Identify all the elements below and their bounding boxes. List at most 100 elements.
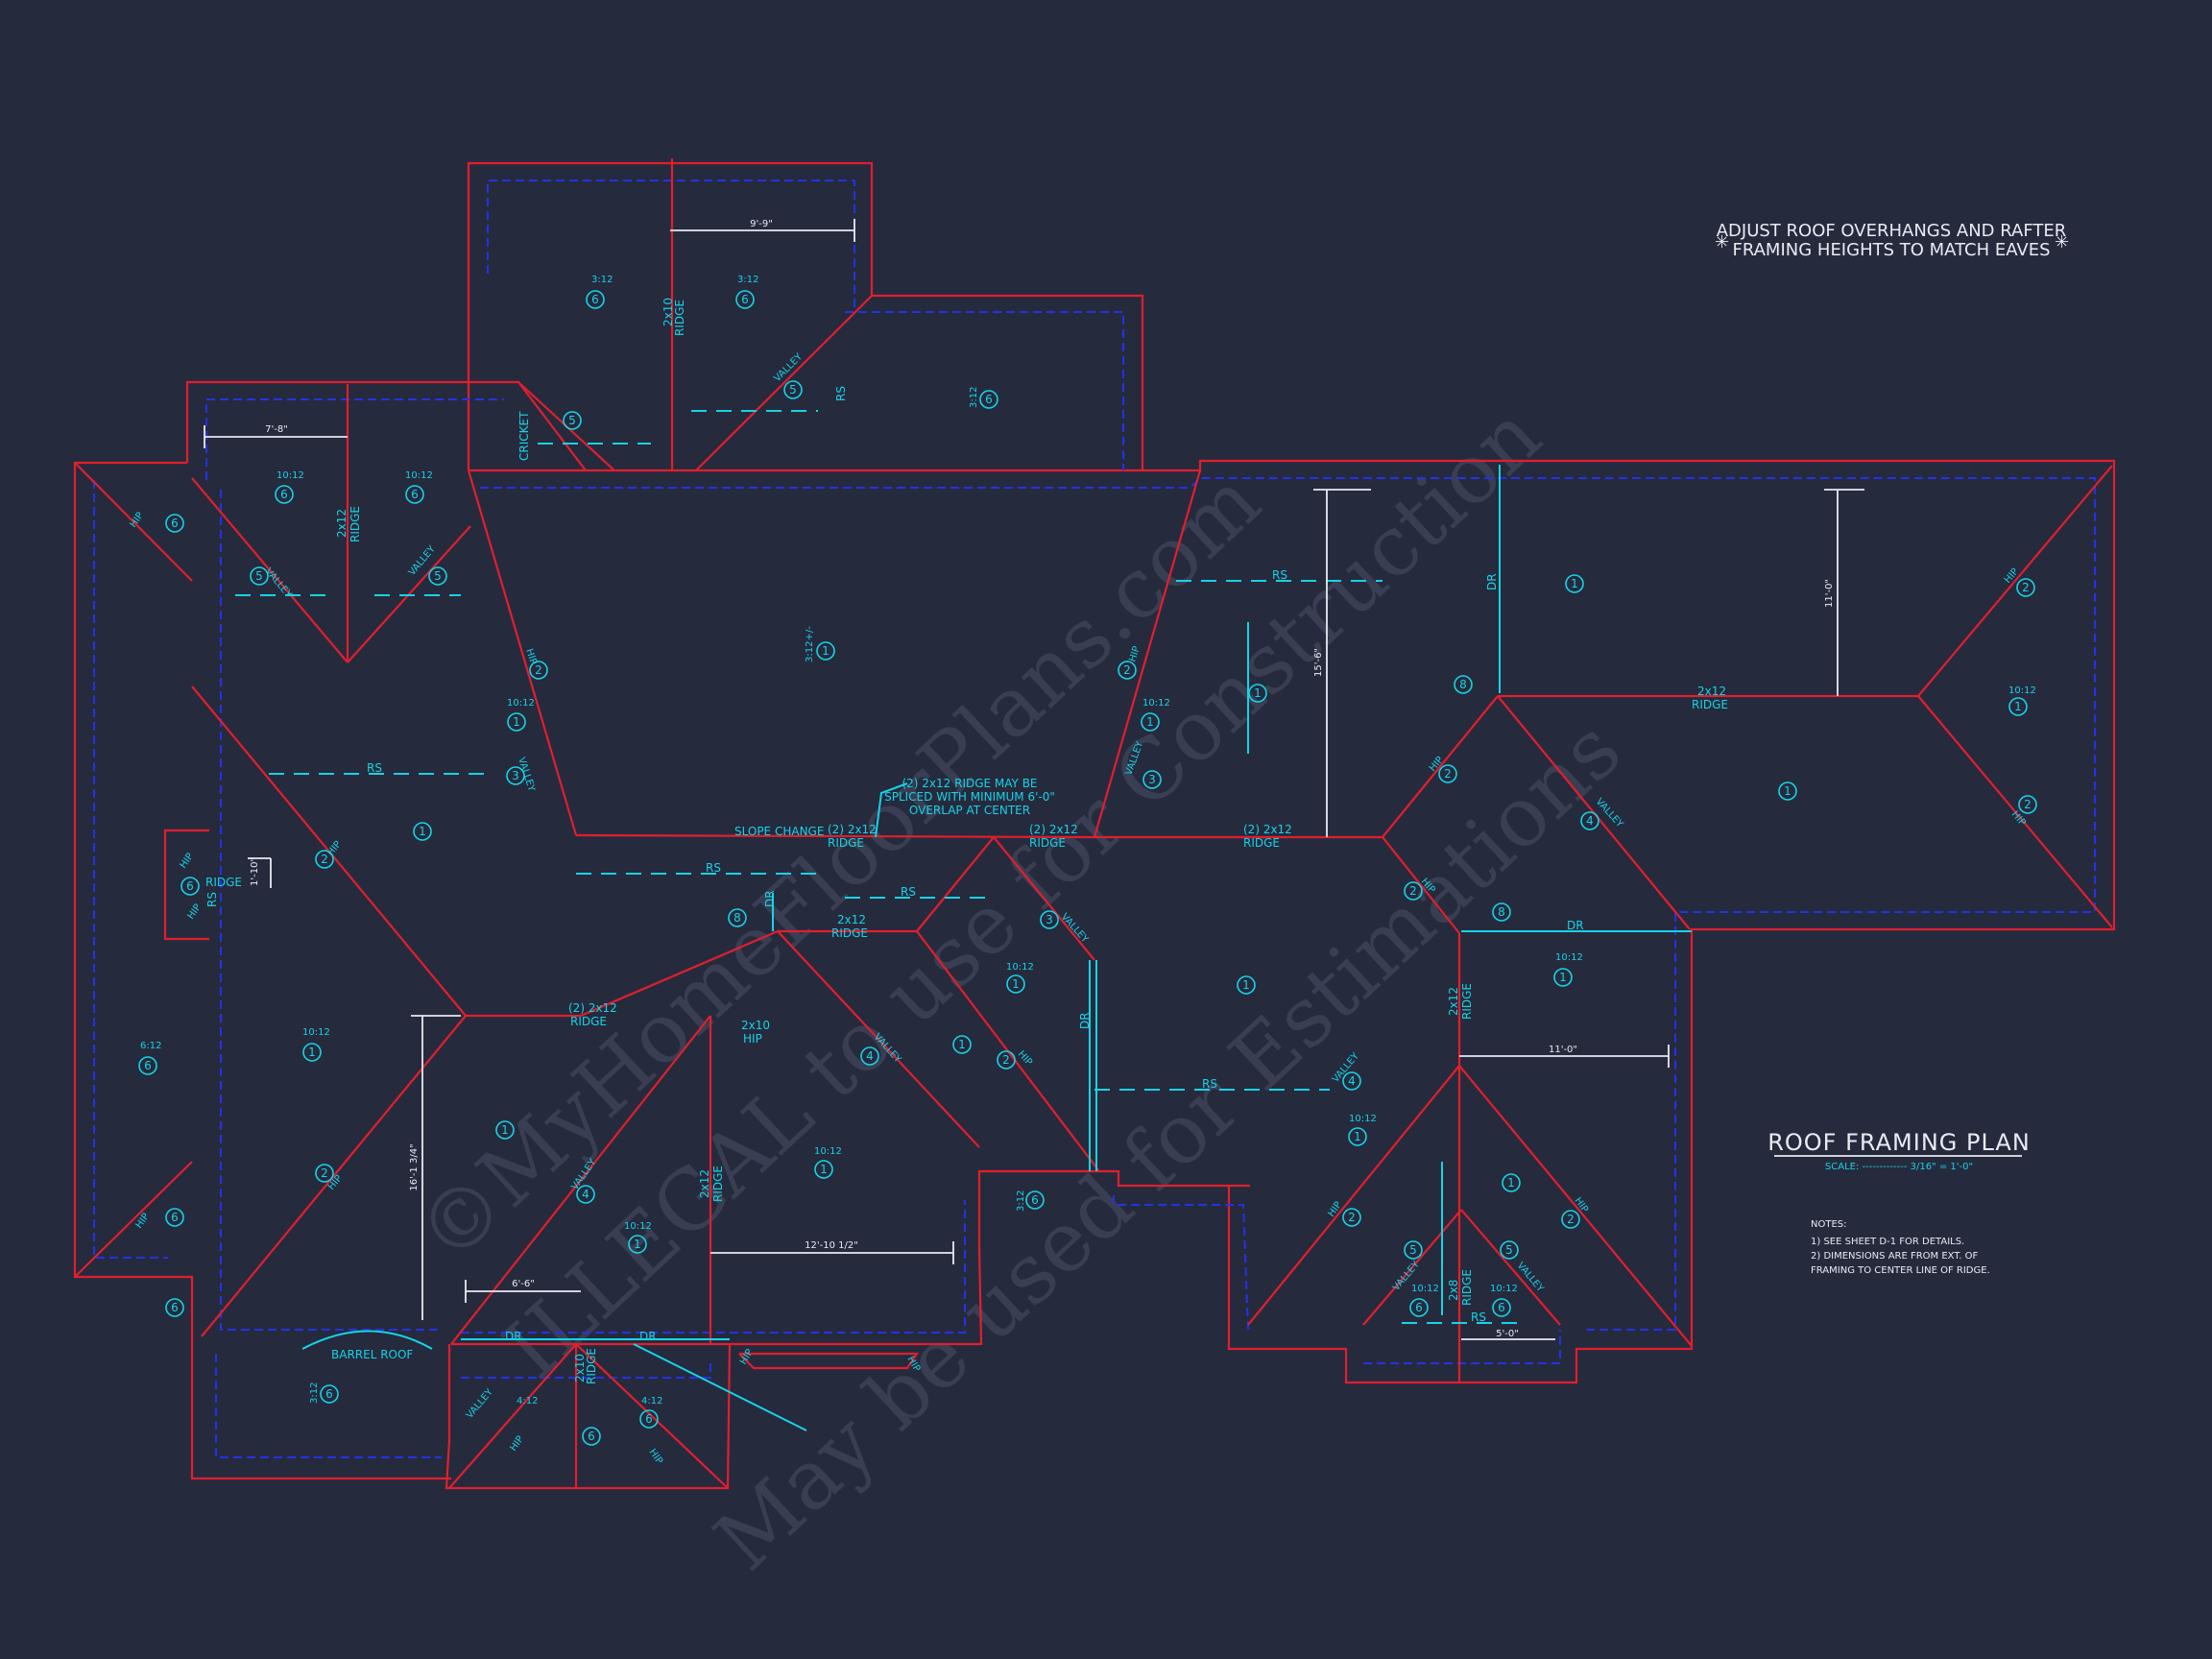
star-icon-left: ✳: [1715, 232, 1729, 252]
pitch-symbol-circle: [2018, 795, 2037, 814]
pitch-symbol-circle: [1500, 1240, 1519, 1260]
pitch-symbol-number: 2: [1348, 1211, 1356, 1224]
hip-label-6: HIP: [1428, 755, 1446, 774]
valley-label-13: VALLEY: [465, 1386, 496, 1421]
label-2x12-a: (2) 2x12: [828, 823, 877, 836]
rs-label-c: RS: [901, 885, 916, 899]
rs-label-b: RS: [706, 861, 721, 875]
valley-label-9: VALLEY: [1594, 797, 1625, 830]
hip-label-2: HIP: [1127, 645, 1142, 663]
callout-line-2: SPLICED WITH MINIMUM 6'-0": [884, 790, 1055, 804]
pitch-symbol-number: 6: [1415, 1301, 1423, 1314]
header-note-line-2: FRAMING HEIGHTS TO MATCH EAVES: [1732, 240, 2050, 260]
pitch-10-f: 10:12: [1006, 962, 1034, 973]
label-2x10-bottom: 2x10: [573, 1354, 587, 1382]
outline-left-wing: [73, 461, 451, 1480]
pitch-symbol-circle: [1778, 781, 1797, 801]
ridge-label-rl: RIDGE: [1460, 983, 1474, 1020]
wall-left-wing: [93, 480, 168, 1259]
pitch-symbol-circle: [315, 1164, 334, 1183]
pitch-symbol-number: 2: [535, 663, 542, 677]
ridge-label-e: RIDGE: [831, 926, 868, 940]
pitch-symbol-number: 2: [2024, 798, 2032, 811]
wall-main-bottom: [1113, 1190, 1249, 1331]
pitch-symbol-number: 1: [958, 1038, 966, 1051]
pitch-symbol-number: 6: [591, 293, 599, 306]
pitch-symbol-number: 4: [1586, 814, 1594, 828]
pitch-symbol-number: 4: [866, 1049, 874, 1063]
label-2x12-d: (2) 2x12: [568, 1001, 617, 1015]
rs-label-f: RS: [1471, 1310, 1486, 1324]
ridge-label-bump: RIDGE: [205, 876, 242, 889]
pitch-symbol-number: 6: [411, 488, 419, 501]
pitch-symbol-number: 6: [171, 1211, 179, 1224]
pitch-symbol-circle: [165, 1298, 184, 1317]
pitch-symbol-number: 8: [1459, 678, 1467, 691]
leader-barrel: [633, 1343, 807, 1431]
pitch-symbol-circle: [529, 661, 548, 680]
hip-line-a: [467, 469, 578, 836]
pitch-symbol-number: 3: [1046, 913, 1053, 926]
pitch-symbol-number: 1: [820, 1163, 828, 1176]
pitch-3-f: 3:12: [309, 1382, 320, 1404]
label-2x10-top: 2x10: [661, 298, 675, 326]
pitch-symbol-circle: [582, 1427, 601, 1446]
outline-left-bump: [163, 829, 209, 941]
pitch-symbol-circle: [586, 290, 605, 309]
pitch-10-j: 10:12: [814, 1146, 842, 1157]
pitch-10-d: 10:12: [1142, 698, 1170, 709]
hip-line-left-wing-top: [74, 462, 193, 582]
pitch-symbol-number: 2: [1444, 767, 1452, 781]
pitch-symbol-circle: [1040, 910, 1059, 929]
pitch-symbol-number: 6: [186, 879, 194, 893]
pitch-symbol-number: 6: [171, 1301, 179, 1314]
wall-mid-low: [461, 1200, 966, 1334]
label-2x12-c: (2) 2x12: [1243, 823, 1292, 836]
pitch-symbol-number: 1: [634, 1238, 641, 1251]
pitch-symbol-number: 6: [171, 517, 179, 530]
hip-line-left-wing-bottom: [74, 1161, 193, 1278]
hip-line-center-a: [916, 836, 995, 932]
dr-label-d: DR: [1485, 573, 1499, 590]
wall-inner-left: [220, 490, 442, 1331]
dim-11-0-a: 11'-0": [1824, 579, 1835, 608]
pitch-symbol-circle: [639, 1409, 659, 1429]
pitch-symbol-circle: [997, 1050, 1016, 1070]
notes-heading: NOTES:: [1811, 1219, 1847, 1230]
hip-label-10: HIP: [1326, 1200, 1343, 1219]
pitch-symbol-number: 1: [1784, 784, 1791, 798]
dim-5-0: 5'-0": [1496, 1329, 1519, 1339]
wall-top-right-block: [845, 311, 1124, 470]
pitch-labels: 3:12 3:12 10:12 10:12 10:12 10:12 10:12 …: [140, 275, 2036, 1407]
header-note: ADJUST ROOF OVERHANGS AND RAFTER FRAMING…: [1715, 221, 2069, 260]
hip-line-far-right-a: [1917, 465, 2113, 697]
pitch-symbol-number: 1: [1254, 686, 1262, 700]
label-2x10-hip: 2x10: [741, 1019, 770, 1032]
valley-hip-labels: VALLEY VALLEY VALLEY VALLEY VALLEY VALLE…: [128, 351, 2027, 1466]
pitch-symbol-number: 6: [741, 293, 749, 306]
pitch-symbol-circle: [1142, 770, 1162, 789]
pitch-symbol-number: 1: [1559, 971, 1567, 984]
pitch-symbol-circle: [1237, 975, 1256, 995]
dimension-text: 9'-9" 7'-8" 15'-6" 11'-0" 11'-0" 16'-1 3…: [250, 219, 1835, 1339]
pitch-symbol-number: 5: [255, 569, 263, 583]
star-icon-right: ✳: [2055, 232, 2069, 252]
pitch-symbol-circle: [405, 485, 424, 504]
hip-line-bottom-b: [575, 1343, 729, 1489]
hip-line-b: [1093, 469, 1202, 838]
ridge-label-c: RIDGE: [1243, 836, 1280, 850]
pitch-symbol-number: 1: [1354, 1130, 1361, 1143]
framing-labels: SLOPE CHANGE BARREL ROOF CRICKET (2) 2x1…: [205, 298, 1728, 1384]
pitch-10-b: 10:12: [405, 470, 433, 481]
pitch-symbol-circle: [814, 1160, 833, 1179]
pitch-symbol-circle: [2016, 578, 2035, 597]
pitch-symbol-circle: [628, 1235, 647, 1254]
notes: NOTES: 1) SEE SHEET D-1 FOR DETAILS. 2) …: [1811, 1219, 1990, 1276]
ridge-label-a: RIDGE: [828, 836, 864, 850]
dr-label-b: DR: [505, 1330, 522, 1343]
pitch-symbol-number: 2: [1409, 884, 1417, 898]
wall-main-top: [480, 477, 2096, 1331]
pitch-symbol-number: 6: [1498, 1301, 1505, 1314]
pitch-symbol-circle: [860, 1046, 879, 1066]
